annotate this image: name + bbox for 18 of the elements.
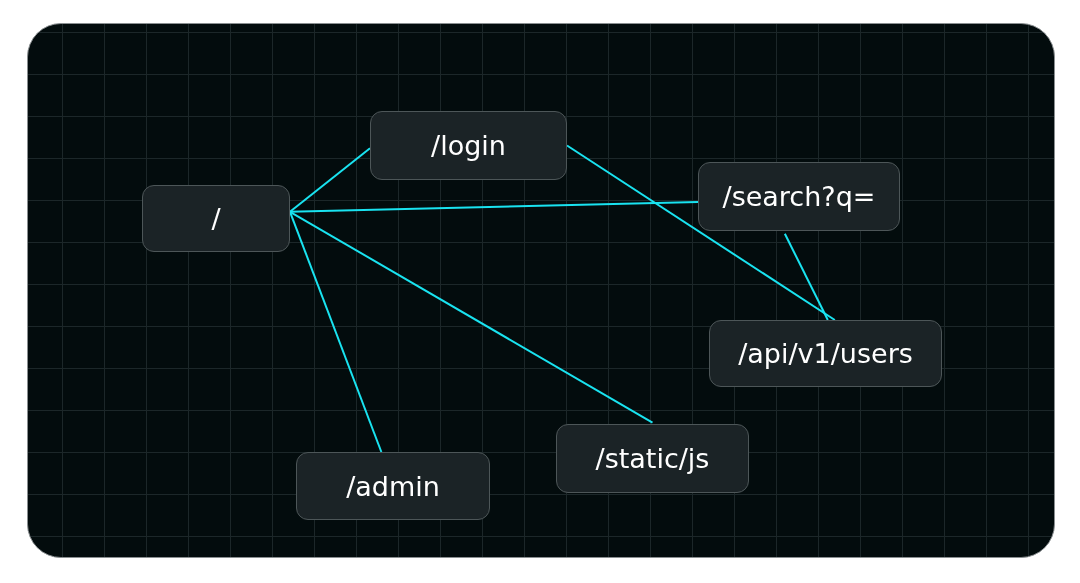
route-box [370,111,567,180]
connector-line [289,147,371,213]
route-box [556,424,749,493]
route-box [142,185,290,252]
route-label: /search?q= [722,181,876,212]
route-box [709,320,942,387]
route-box [296,452,490,520]
route-label: /login [431,130,506,161]
connector-line [783,232,829,321]
route-label: /api/v1/users [738,338,913,369]
route-label: / [211,203,221,234]
route-label: /admin [346,470,440,502]
route-label: /static/js [595,443,710,474]
connector-line [289,201,699,213]
connector-line [289,210,383,453]
connector-line [566,144,836,321]
connector-line [289,210,654,424]
route-box [698,162,900,231]
